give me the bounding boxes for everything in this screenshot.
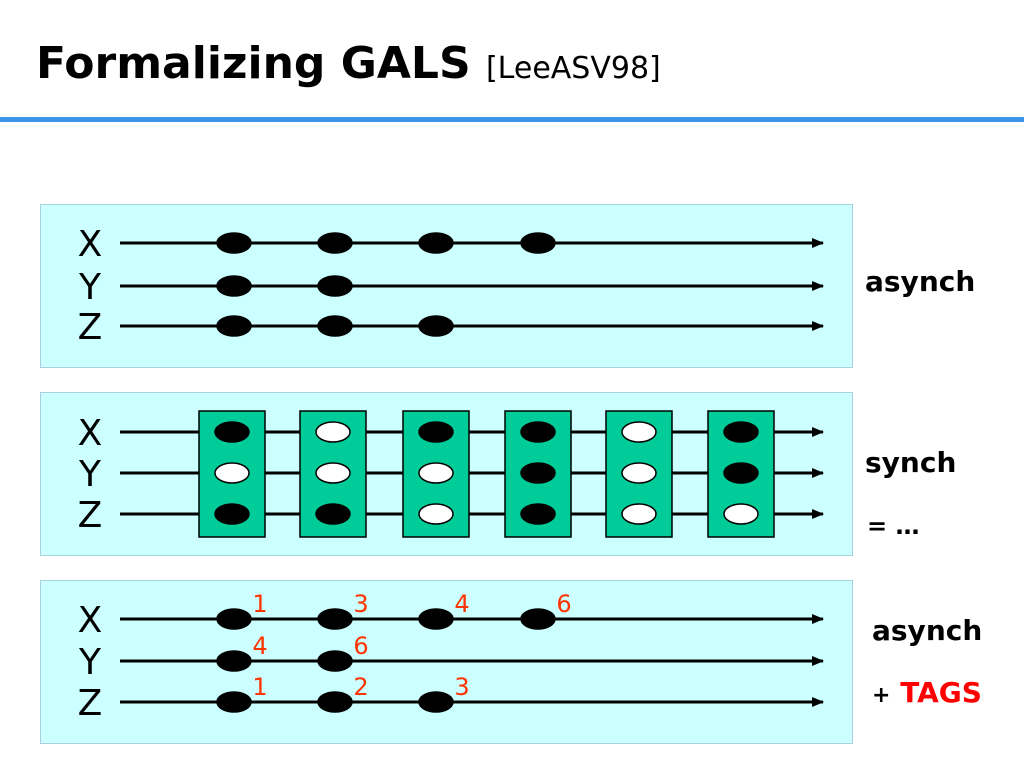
synch-event-x-3 <box>418 421 454 443</box>
tagged-event-z-3 <box>418 691 454 713</box>
tag-label-z-1: 1 <box>252 673 267 701</box>
title-citation: [LeeASV98] <box>485 51 661 86</box>
tagged-signal-label-z: Z <box>78 683 103 724</box>
label-synch-equals: = … <box>867 512 920 540</box>
synch-event-z-3 <box>418 503 454 525</box>
synch-event-x-6 <box>723 421 759 443</box>
tagged-event-x-4 <box>520 608 556 630</box>
synch-event-x-2 <box>315 421 351 443</box>
synch-signal-label-x: X <box>78 413 103 454</box>
synch-event-z-5 <box>621 503 657 525</box>
tag-label-z-2: 2 <box>353 673 368 701</box>
asynch-signal-label-z: Z <box>78 307 103 348</box>
asynch-signal-label-y: Y <box>78 267 102 308</box>
asynch-event-x-2 <box>317 232 353 254</box>
synch-event-y-3 <box>418 462 454 484</box>
synch-event-z-2 <box>315 503 351 525</box>
title-rule <box>0 117 1024 122</box>
synch-signal-label-y: Y <box>78 454 102 495</box>
synch-event-x-4 <box>520 421 556 443</box>
tagged-event-x-2 <box>317 608 353 630</box>
synch-event-z-4 <box>520 503 556 525</box>
title-text: Formalizing GALS <box>36 38 471 89</box>
label-tags: TAGS <box>900 676 982 709</box>
asynch-event-x-3 <box>418 232 454 254</box>
asynch-event-z-1 <box>216 315 252 337</box>
synch-event-y-4 <box>520 462 556 484</box>
label-synch: synch <box>865 446 957 479</box>
label-asynch: asynch <box>865 265 976 298</box>
tag-label-x-2: 3 <box>353 590 368 618</box>
tagged-event-x-3 <box>418 608 454 630</box>
asynch-event-z-2 <box>317 315 353 337</box>
synch-event-y-5 <box>621 462 657 484</box>
slide-title: Formalizing GALS [LeeASV98] <box>36 38 661 89</box>
synch-event-x-5 <box>621 421 657 443</box>
asynch-event-y-2 <box>317 275 353 297</box>
synch-event-y-2 <box>315 462 351 484</box>
tagged-event-z-2 <box>317 691 353 713</box>
synch-event-x-1 <box>214 421 250 443</box>
tagged-signal-label-y: Y <box>78 642 102 683</box>
synch-event-z-6 <box>723 503 759 525</box>
tag-label-y-1: 4 <box>252 632 267 660</box>
synch-event-y-6 <box>723 462 759 484</box>
asynch-event-x-1 <box>216 232 252 254</box>
asynch-event-y-1 <box>216 275 252 297</box>
tag-label-x-1: 1 <box>252 590 267 618</box>
asynch-event-z-3 <box>418 315 454 337</box>
tagged-event-y-2 <box>317 650 353 672</box>
tagged-event-z-1 <box>216 691 252 713</box>
synch-event-z-1 <box>214 503 250 525</box>
tag-label-z-3: 3 <box>454 673 469 701</box>
synch-event-y-1 <box>214 462 250 484</box>
tag-label-x-3: 4 <box>454 590 469 618</box>
label-plus: + <box>872 683 891 708</box>
tag-label-y-2: 6 <box>353 632 368 660</box>
tag-label-x-4: 6 <box>556 590 571 618</box>
asynch-signal-label-x: X <box>78 224 103 265</box>
tagged-event-y-1 <box>216 650 252 672</box>
asynch-event-x-4 <box>520 232 556 254</box>
synch-signal-label-z: Z <box>78 495 103 536</box>
tagged-event-x-1 <box>216 608 252 630</box>
label-tags-line: + TAGS <box>872 676 982 709</box>
tagged-signal-label-x: X <box>78 600 103 641</box>
label-asynch-tags: asynch <box>872 614 983 647</box>
